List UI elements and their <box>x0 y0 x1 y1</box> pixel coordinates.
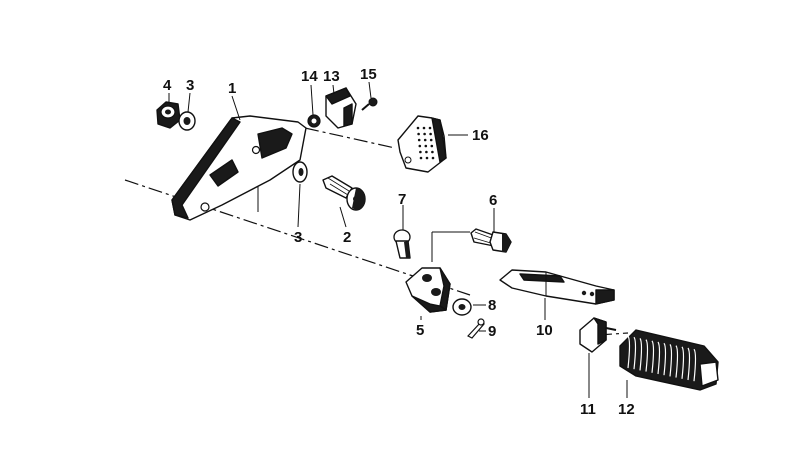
assembly-lines <box>124 127 629 336</box>
label-part-8: 8 <box>488 297 496 314</box>
part-7-pin <box>393 229 411 259</box>
part-13-rubber-pad <box>325 87 357 129</box>
plate-hole <box>417 132 420 136</box>
rubber-rib <box>657 341 661 375</box>
rubber-rib <box>645 339 649 372</box>
label-part-10: 10 <box>536 322 553 339</box>
part-3-washer-top <box>178 111 196 131</box>
plate-hole <box>428 126 432 130</box>
plate-hole <box>423 138 427 142</box>
part-3-washer-lower <box>292 161 308 183</box>
plate-hole <box>423 132 426 136</box>
leader-lines <box>168 81 628 398</box>
rubber-rib <box>633 336 637 370</box>
rubber-rib <box>687 347 691 381</box>
plate-hole <box>429 132 432 136</box>
part-14-grommet <box>307 114 321 128</box>
footrest-rubber-ribs <box>627 335 697 382</box>
rubber-rib <box>693 348 697 382</box>
part-2-bolt <box>322 175 366 211</box>
part-16-heel-guard-plate <box>397 115 447 173</box>
part-5-footrest-mount <box>405 267 451 313</box>
plate-hole <box>419 156 423 160</box>
part-11-spring <box>579 317 617 353</box>
plate-hole <box>431 150 434 154</box>
label-part-11: 11 <box>580 401 596 418</box>
rubber-rib <box>651 340 655 373</box>
part-9-cotter-pin <box>467 318 485 339</box>
label-part-3-top: 3 <box>186 77 194 94</box>
label-part-4: 4 <box>163 77 172 94</box>
part-10-footrest-carrier <box>499 269 615 305</box>
part-labels: 4 3 1 14 13 15 16 3 2 7 6 5 8 9 10 11 12 <box>163 66 635 418</box>
rubber-rib <box>669 344 673 377</box>
label-part-1: 1 <box>228 80 236 97</box>
part-4-nut <box>156 101 181 129</box>
label-part-13: 13 <box>323 68 340 85</box>
plate-hole <box>430 144 434 148</box>
part-1-footrest-bracket <box>171 115 307 221</box>
plate-hole <box>424 144 428 148</box>
label-part-9: 9 <box>488 323 496 340</box>
label-part-5: 5 <box>416 322 424 339</box>
label-part-15: 15 <box>360 66 377 83</box>
rubber-rib <box>663 342 667 376</box>
rubber-rib <box>627 335 631 369</box>
label-part-6: 6 <box>489 192 497 209</box>
label-part-16: 16 <box>472 127 489 144</box>
plate-hole <box>422 126 426 130</box>
rubber-rib <box>639 338 643 371</box>
plate-hole <box>425 156 429 160</box>
label-part-12: 12 <box>618 401 635 418</box>
rubber-rib <box>681 346 685 379</box>
plate-hole <box>418 144 422 148</box>
plate-hole <box>419 150 422 154</box>
label-part-2: 2 <box>343 229 351 246</box>
part-15-screw <box>361 97 378 111</box>
plate-hole <box>417 138 421 142</box>
label-part-7: 7 <box>398 191 406 208</box>
part-8-washer <box>452 298 472 316</box>
part-12-footrest-rubber <box>619 329 719 391</box>
label-part-3-lower: 3 <box>294 229 302 246</box>
plate-hole <box>425 150 428 154</box>
label-part-14: 14 <box>301 68 318 85</box>
plate-hole <box>431 156 435 160</box>
part-6-bolt <box>470 228 512 253</box>
plate-hole <box>416 126 420 130</box>
rubber-rib <box>675 345 679 378</box>
heel-guard-plate-holes <box>416 126 435 160</box>
plate-hole <box>429 138 433 142</box>
